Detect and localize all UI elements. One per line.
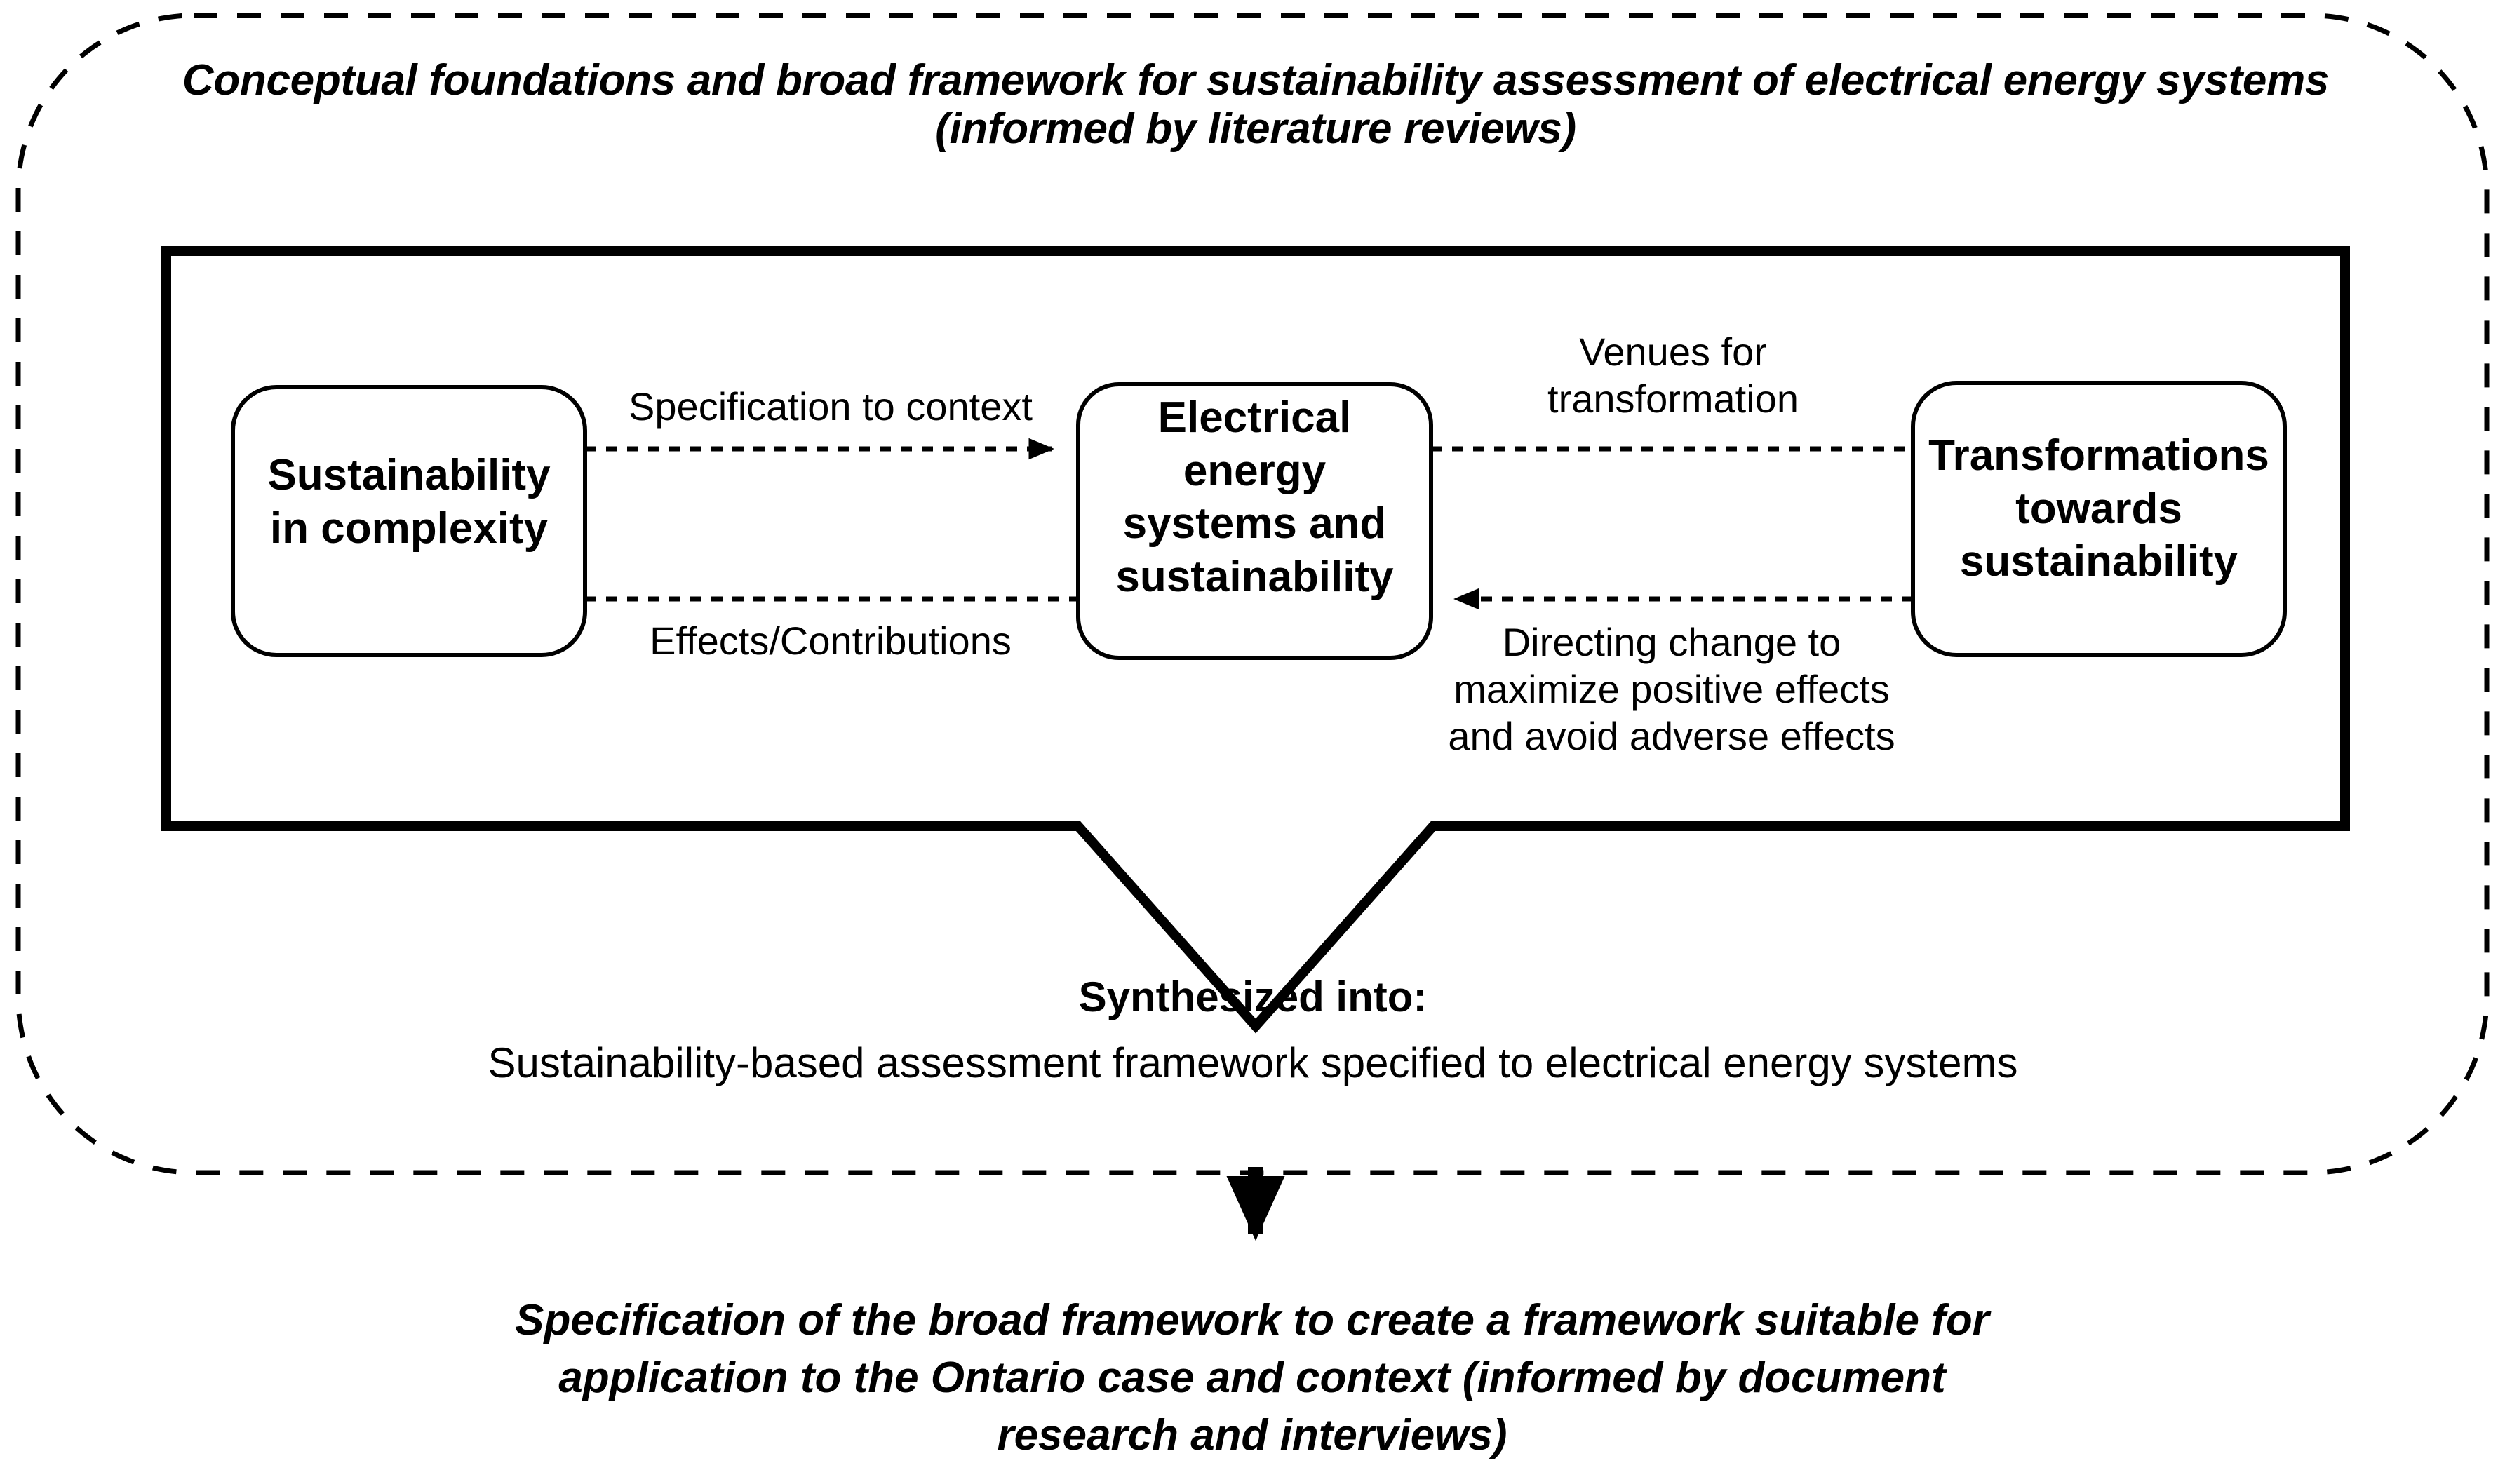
node-label-sustainability-in-complexity: Sustainability in complexity [267, 451, 551, 553]
synthesis-heading: Synthesized into: [1078, 973, 1428, 1020]
edge-label-effects-contributions: Effects/Contributions [650, 619, 1012, 663]
edge-label-venues-for-transformation: Venues for transformation [1547, 330, 1799, 421]
synthesis-body: Sustainability-based assessment framewor… [488, 1039, 2018, 1086]
edge-label-specification-to-context: Specification to context [629, 384, 1033, 429]
inner-solid-frame [161, 246, 2350, 1034]
node-sustainability-in-complexity-shape[interactable] [231, 385, 587, 657]
outer-group-title: Conceptual foundations and broad framewo… [182, 56, 2342, 154]
node-transformations-towards-sustainability-shape[interactable] [1911, 381, 2287, 657]
edge-label-directing-change: Directing change to maximize positive ef… [1448, 620, 1895, 759]
node-electrical-energy-systems-shape[interactable] [1076, 382, 1433, 660]
node-label-transformations-towards-sustainability: Transformations towards sustainability [1928, 431, 2269, 586]
footer-text: Specification of the broad framework to … [515, 1296, 2002, 1459]
node-label-electrical-energy-systems: Electrical energy systems and sustainabi… [1115, 393, 1394, 601]
